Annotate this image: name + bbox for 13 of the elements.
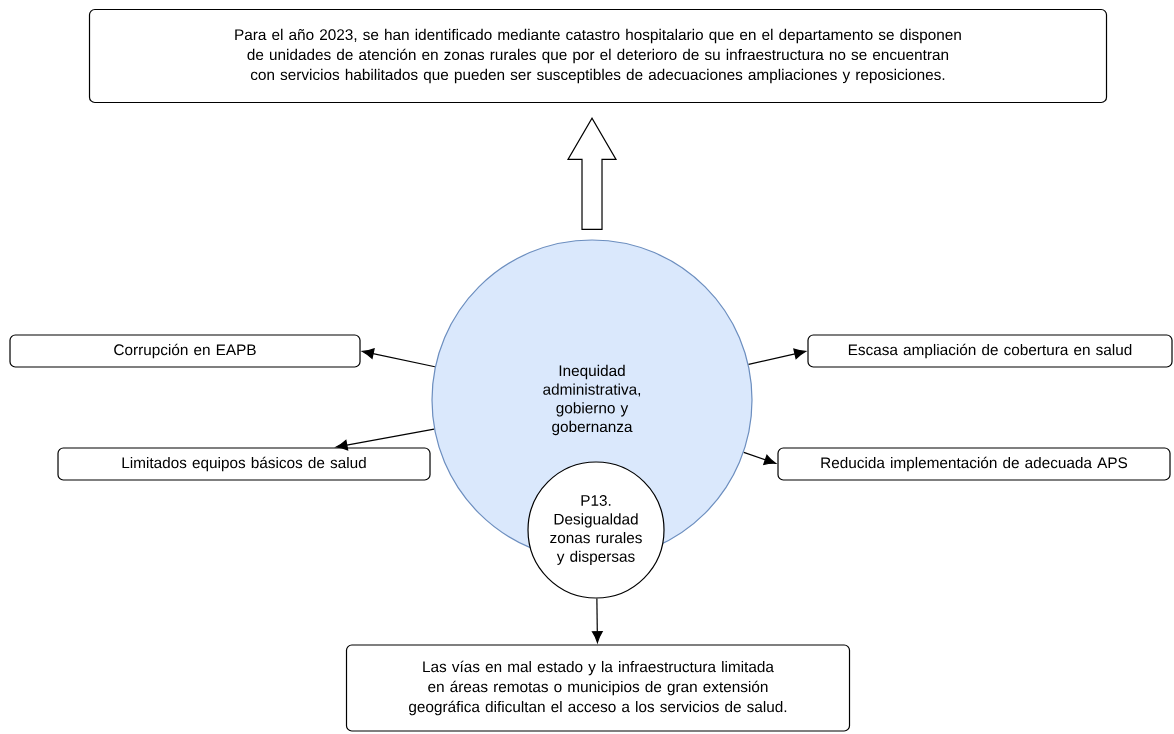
block-arrow — [566, 116, 618, 230]
text-box: Reducida implementación de adecuada APS — [777, 447, 1171, 481]
arrow — [335, 428, 435, 451]
text-box: Para el año 2023, se han identificado mediante catastro hospitalario que en el departamento se disponen de unidades de atención en zonas rurales que por el deterioro de su infraestructura no se encuentran con servicios habilitados que pueden ser susceptibles de adecuaciones ampliaciones y reposiciones. — [88, 8, 1108, 104]
arrow — [743, 451, 777, 466]
text-box: Escasa ampliación de cobertura en salud — [807, 334, 1173, 368]
arrow — [362, 348, 436, 368]
circle-node: P13. Desigualdad zonas rurales y dispersas — [527, 461, 665, 599]
arrow — [591, 598, 603, 643]
text-box: Limitados equipos básicos de salud — [57, 447, 431, 481]
text-box: Las vías en mal estado y la infraestructura limitada en áreas remotas o municipios de gran extensión geográfica dificultan el acceso a los servicios de salud. — [345, 644, 851, 732]
arrow — [748, 348, 806, 365]
text-box: Corrupción en EAPB — [9, 334, 361, 368]
